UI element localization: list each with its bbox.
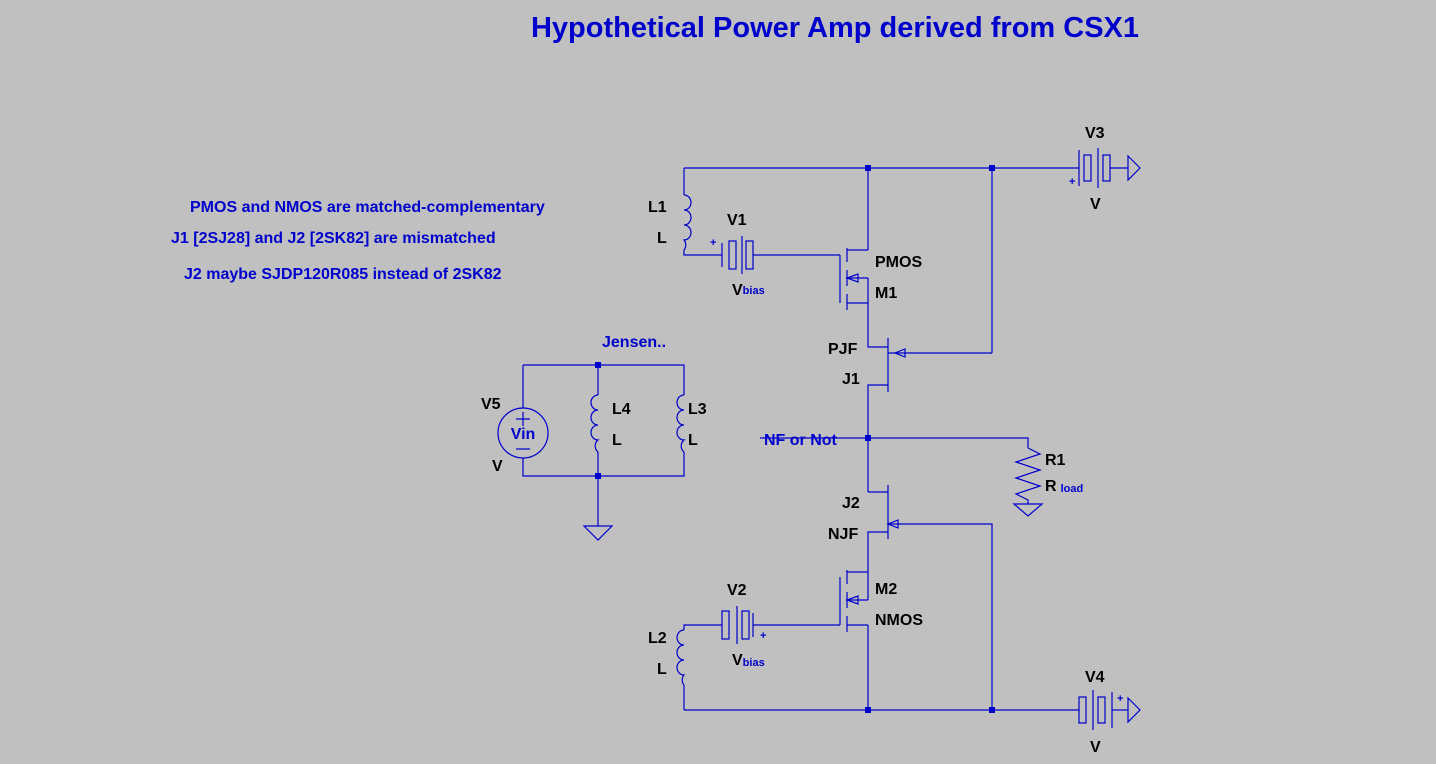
top-rail-wires <box>683 165 1079 353</box>
m1-model: PMOS <box>875 254 922 271</box>
v5-name: V5 <box>481 396 501 413</box>
v3-plus-sign: + <box>1069 176 1075 188</box>
inductor-l4[interactable] <box>590 394 600 453</box>
v2-value: Vbias <box>732 652 765 669</box>
v2-name: V2 <box>727 582 747 599</box>
v4-name: V4 <box>1085 669 1105 686</box>
l1-name: L1 <box>648 199 667 216</box>
note-line-2: J1 [2SJ28] and J2 [2SK82] are mismatched <box>171 230 496 247</box>
v4-value: V <box>1090 739 1101 756</box>
r1-ground-symbol <box>1012 503 1044 517</box>
resistor-r1[interactable] <box>1014 447 1042 504</box>
v1-plus-sign: + <box>710 237 716 249</box>
v2-plus-sign: + <box>760 630 766 642</box>
j2-name: J2 <box>842 495 860 512</box>
v5-symbol: Vin <box>511 426 536 443</box>
supply-v3[interactable] <box>1078 148 1141 188</box>
battery-v1[interactable] <box>721 236 754 274</box>
input-wires <box>522 362 685 526</box>
v3-name: V3 <box>1085 125 1105 142</box>
schematic-title: Hypothetical Power Amp derived from CSX1 <box>531 12 1139 44</box>
j1-name: J1 <box>842 371 860 388</box>
v4-plus-sign: + <box>1117 693 1123 705</box>
v1-name: V1 <box>727 212 747 229</box>
note-line-3: J2 maybe SJDP120R085 instead of 2SK82 <box>184 266 502 283</box>
j2-model: NJF <box>828 526 858 543</box>
v5-value: V <box>492 458 503 475</box>
mosfet-m1[interactable] <box>839 248 869 340</box>
nf-net-label: NF or Not <box>764 432 838 449</box>
v1-value: Vbias <box>732 282 765 299</box>
input-ground-symbol <box>582 525 614 541</box>
inductor-l2[interactable] <box>676 629 686 686</box>
l2-name: L2 <box>648 630 667 647</box>
l2-value: L <box>657 661 667 678</box>
bottom-rail-wires <box>683 624 1079 713</box>
jensen-net-label: Jensen.. <box>602 334 666 351</box>
l4-value: L <box>612 432 622 449</box>
l1-value: L <box>657 230 667 247</box>
jfet-j2[interactable] <box>867 485 993 710</box>
m1-name: M1 <box>875 285 897 302</box>
m2-name: M2 <box>875 581 897 598</box>
supply-v4[interactable] <box>1078 690 1141 730</box>
jfet-j1[interactable] <box>867 338 992 438</box>
battery-v2[interactable] <box>721 606 754 644</box>
j1-model: PJF <box>828 341 858 358</box>
inductor-l3[interactable] <box>676 394 686 453</box>
l3-name: L3 <box>688 401 707 418</box>
output-wires <box>760 435 1029 492</box>
inductor-l1[interactable] <box>682 194 692 251</box>
note-line-1: PMOS and NMOS are matched-complementary <box>190 199 545 216</box>
l3-value: L <box>688 432 698 449</box>
source-v5[interactable] <box>497 407 549 459</box>
mosfet-m2[interactable] <box>839 570 869 710</box>
l4-name: L4 <box>612 401 631 418</box>
r1-name: R1 <box>1045 452 1066 469</box>
m2-model: NMOS <box>875 612 923 629</box>
v3-value: V <box>1090 196 1101 213</box>
